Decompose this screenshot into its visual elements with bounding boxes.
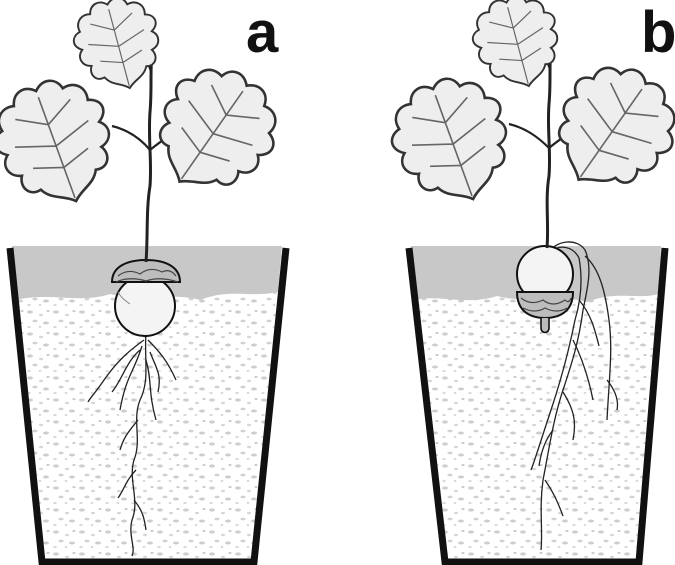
seedling-diagram-a — [0, 0, 338, 565]
leaf-top — [465, 0, 570, 97]
panel-label-b: b — [641, 4, 675, 62]
panel-b: b — [337, 0, 675, 565]
leaf-right — [532, 46, 675, 212]
leaf-left — [0, 66, 130, 220]
panel-label-a: a — [246, 4, 278, 62]
leaf-left — [378, 64, 527, 218]
panel-a: a — [0, 0, 338, 565]
seedling-diagram-b — [337, 0, 675, 565]
leaf-top — [66, 0, 171, 99]
stem — [547, 50, 551, 248]
leaf-right — [133, 48, 297, 214]
stem — [146, 54, 152, 262]
